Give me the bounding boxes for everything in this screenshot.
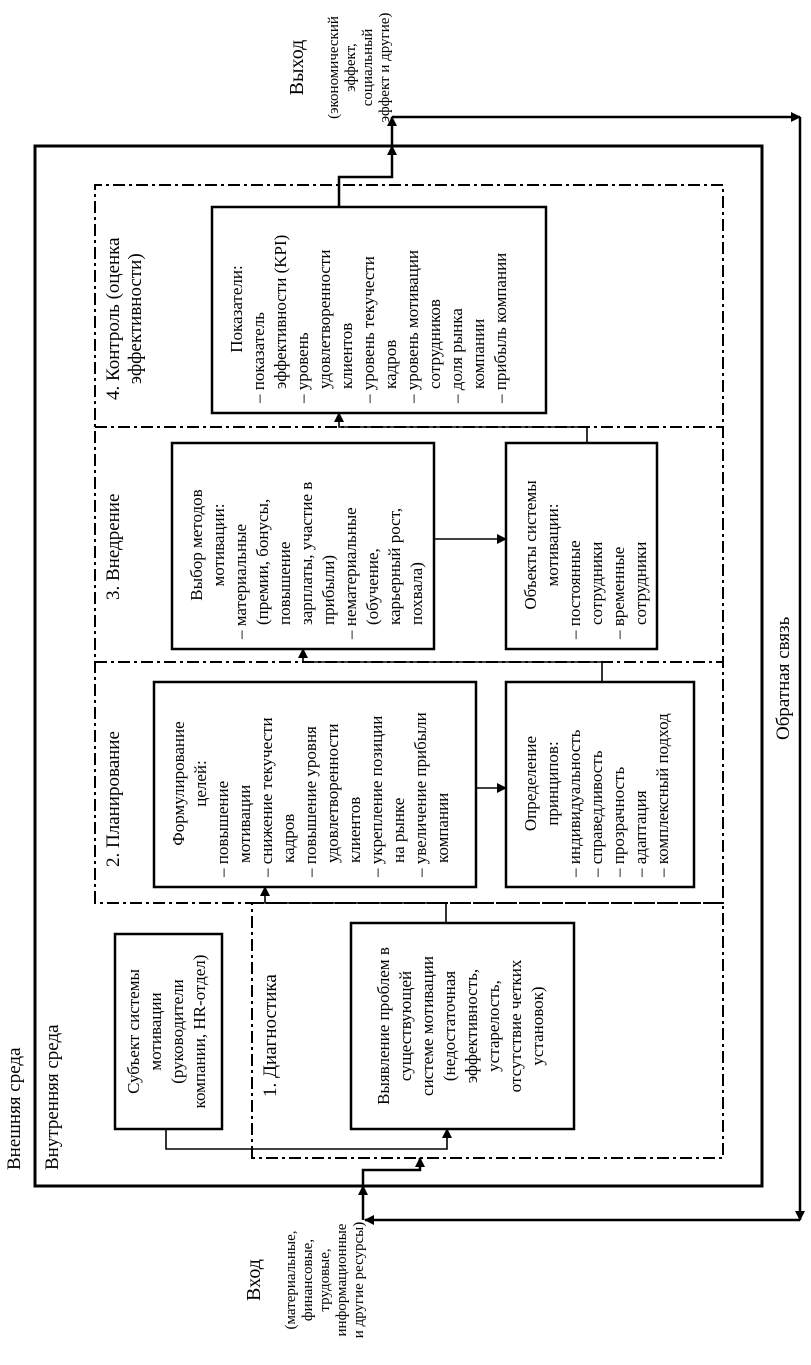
indicator-item: – показатель эффективности (KPI) — [249, 234, 290, 403]
goal-item: – укрепление позиции на рынке — [367, 715, 408, 877]
principle-item: – адаптация — [631, 790, 650, 877]
output-title: Выход — [286, 39, 308, 96]
input-detail: (материальные, финансовые, трудовые, инф… — [283, 1221, 367, 1339]
object-item: – постоянные сотрудники — [565, 540, 606, 639]
objects-box-frame — [504, 441, 659, 651]
goals-box: Формулирование целей: – повышение мотива… — [154, 682, 476, 887]
arrow-diagnosis-to-goals — [260, 886, 447, 923]
indicator-item: – доля рынка компании — [447, 308, 488, 403]
input-title: Вход — [243, 1259, 265, 1301]
subject-box-frame — [113, 932, 224, 1131]
indicator-item: – уровень удовлетворенности клиентов — [293, 249, 356, 404]
indicator-item: – прибыль компании — [491, 252, 510, 403]
principle-item: – прозрачность — [609, 766, 628, 877]
feedback-label: Обратная связь — [773, 616, 794, 740]
stage-2-heading: 2. Планирование — [103, 731, 124, 867]
objects-title: Объекты системы мотивации: — [521, 480, 562, 610]
outer-environment-frame — [33, 144, 764, 1188]
arrow-objects-to-indicators — [334, 412, 588, 443]
diagnosis-box: Выявление проблем в существующей системе… — [374, 947, 547, 1105]
stage-1-frame — [251, 902, 724, 1159]
input-arrow-inner — [361, 1157, 425, 1186]
objects-box: Объекты системы мотивации: – постоянные … — [506, 443, 657, 649]
goals-box-frame — [152, 680, 478, 889]
arrow-principles-to-methods — [298, 648, 603, 682]
principle-item: – справедливость — [587, 750, 606, 877]
output-arrow-inner — [337, 145, 397, 207]
indicators-title: Показатели: — [227, 265, 246, 353]
diagnosis-box-frame — [349, 921, 576, 1131]
stage-1-heading: 1. Диагностика — [260, 974, 281, 1097]
object-item: – временные сотрудники — [609, 541, 650, 639]
arrow-subject-to-diagnosis — [165, 1128, 452, 1150]
inner-environment-label: Внутренняя среда — [42, 1024, 63, 1170]
goal-item: – снижение текучести кадров — [257, 717, 298, 877]
indicators-box-frame — [210, 205, 548, 415]
stage-3-heading: 3. Внедрение — [103, 493, 124, 600]
goal-item: – повышение мотивации — [213, 780, 254, 877]
principles-title: Определение принципов: — [521, 735, 562, 832]
goals-title: Формулирование целей: — [169, 721, 210, 846]
methods-title: Выбор методов мотивации: — [187, 489, 228, 601]
outer-environment-label: Внешняя среда — [4, 1047, 25, 1170]
principle-item: – индивидуальность — [565, 729, 584, 877]
goal-item: – увеличение прибыли компании — [411, 712, 452, 877]
input-label: Вход (материальные, финансовые, трудовые… — [225, 1195, 368, 1365]
indicator-item: – уровень мотивации сотрудников — [403, 249, 444, 403]
principles-box: Определение принципов: – индивидуальност… — [506, 682, 694, 887]
indicator-item: – уровень текучести кадров — [359, 256, 400, 403]
method-item: – нематериальные (обучение, карьерный ро… — [341, 507, 426, 639]
output-label: Выход (экономический эффект, социальный … — [268, 0, 394, 135]
indicators-box: Показатели: – показатель эффективности (… — [212, 207, 546, 413]
method-item: – материальные (премии, бонусы, повышени… — [231, 481, 338, 639]
principle-item: – комплексный подход — [653, 713, 672, 877]
goal-item: – повышение уровня удовлетворенности кли… — [301, 723, 364, 878]
subject-box: Субъект системы мотивации (руководители … — [124, 954, 209, 1109]
methods-box: Выбор методов мотивации: – материальные … — [172, 443, 434, 649]
stage-4-heading: 4. Контроль (оценка эффективности) — [103, 237, 146, 400]
output-detail: (экономический эффект, социальный эффект… — [326, 12, 393, 123]
